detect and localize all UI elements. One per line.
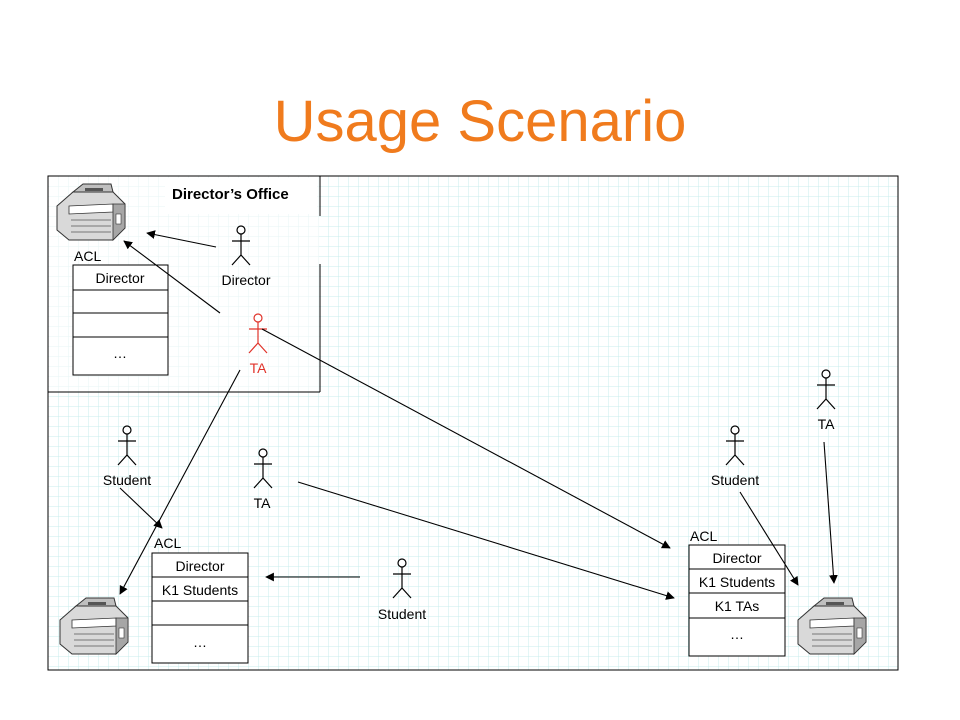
access-arrows <box>119 230 838 600</box>
office-label: Director’s Office <box>172 186 289 203</box>
actor-label: TA <box>254 495 272 511</box>
acl-right-row: … <box>730 626 744 642</box>
acl-left-row: Director <box>175 558 224 574</box>
arrow-ta-to-office-printer <box>123 240 221 314</box>
actor-label: TA <box>818 416 836 432</box>
actor-label: TA <box>250 360 268 376</box>
acl-office: ACL Director … <box>72 248 169 376</box>
acl-right-row: K1 TAs <box>715 598 760 614</box>
acl-office-row: … <box>113 345 127 361</box>
acl-right-row: K1 Students <box>699 574 775 590</box>
actor-director[interactable]: Director <box>221 225 271 288</box>
acl-left: ACL Director K1 Students … <box>151 535 249 664</box>
actor-label: Student <box>103 472 151 488</box>
acl-office-row: Director <box>95 270 144 286</box>
acl-right-label: ACL <box>690 528 717 544</box>
acl-right-row: Director <box>712 550 761 566</box>
acl-office-label: ACL <box>74 248 101 264</box>
acl-right: ACL Director K1 Students K1 TAs … <box>688 528 786 657</box>
actor-student-right[interactable]: Student <box>711 425 759 488</box>
actor-label: Director <box>221 272 270 288</box>
arrow-student-to-right-printer <box>739 491 799 586</box>
actor-label: Student <box>378 606 426 622</box>
acl-left-row: K1 Students <box>162 582 238 598</box>
arrow-ta-to-right-printer <box>823 441 838 584</box>
arrow-ta-to-left-printer <box>119 369 241 595</box>
slide-title: Usage Scenario <box>273 89 687 154</box>
arrow-ta-middle-to-right-acl <box>297 481 675 600</box>
acl-left-row: … <box>193 634 207 650</box>
actor-ta-right[interactable]: TA <box>816 369 836 432</box>
arrow-ta-to-right-acl <box>261 328 671 549</box>
actor-ta-office[interactable]: TA <box>248 313 268 376</box>
acl-left-label: ACL <box>154 535 181 551</box>
actor-student-left[interactable]: Student <box>103 425 151 488</box>
arrow-student-to-left-acl <box>119 487 163 529</box>
actor-student-middle[interactable]: Student <box>378 558 426 622</box>
actor-label: Student <box>711 472 759 488</box>
actor-ta-middle[interactable]: TA <box>253 448 273 511</box>
room-frame <box>47 175 899 671</box>
arrow-director-to-office-printer <box>146 230 217 248</box>
